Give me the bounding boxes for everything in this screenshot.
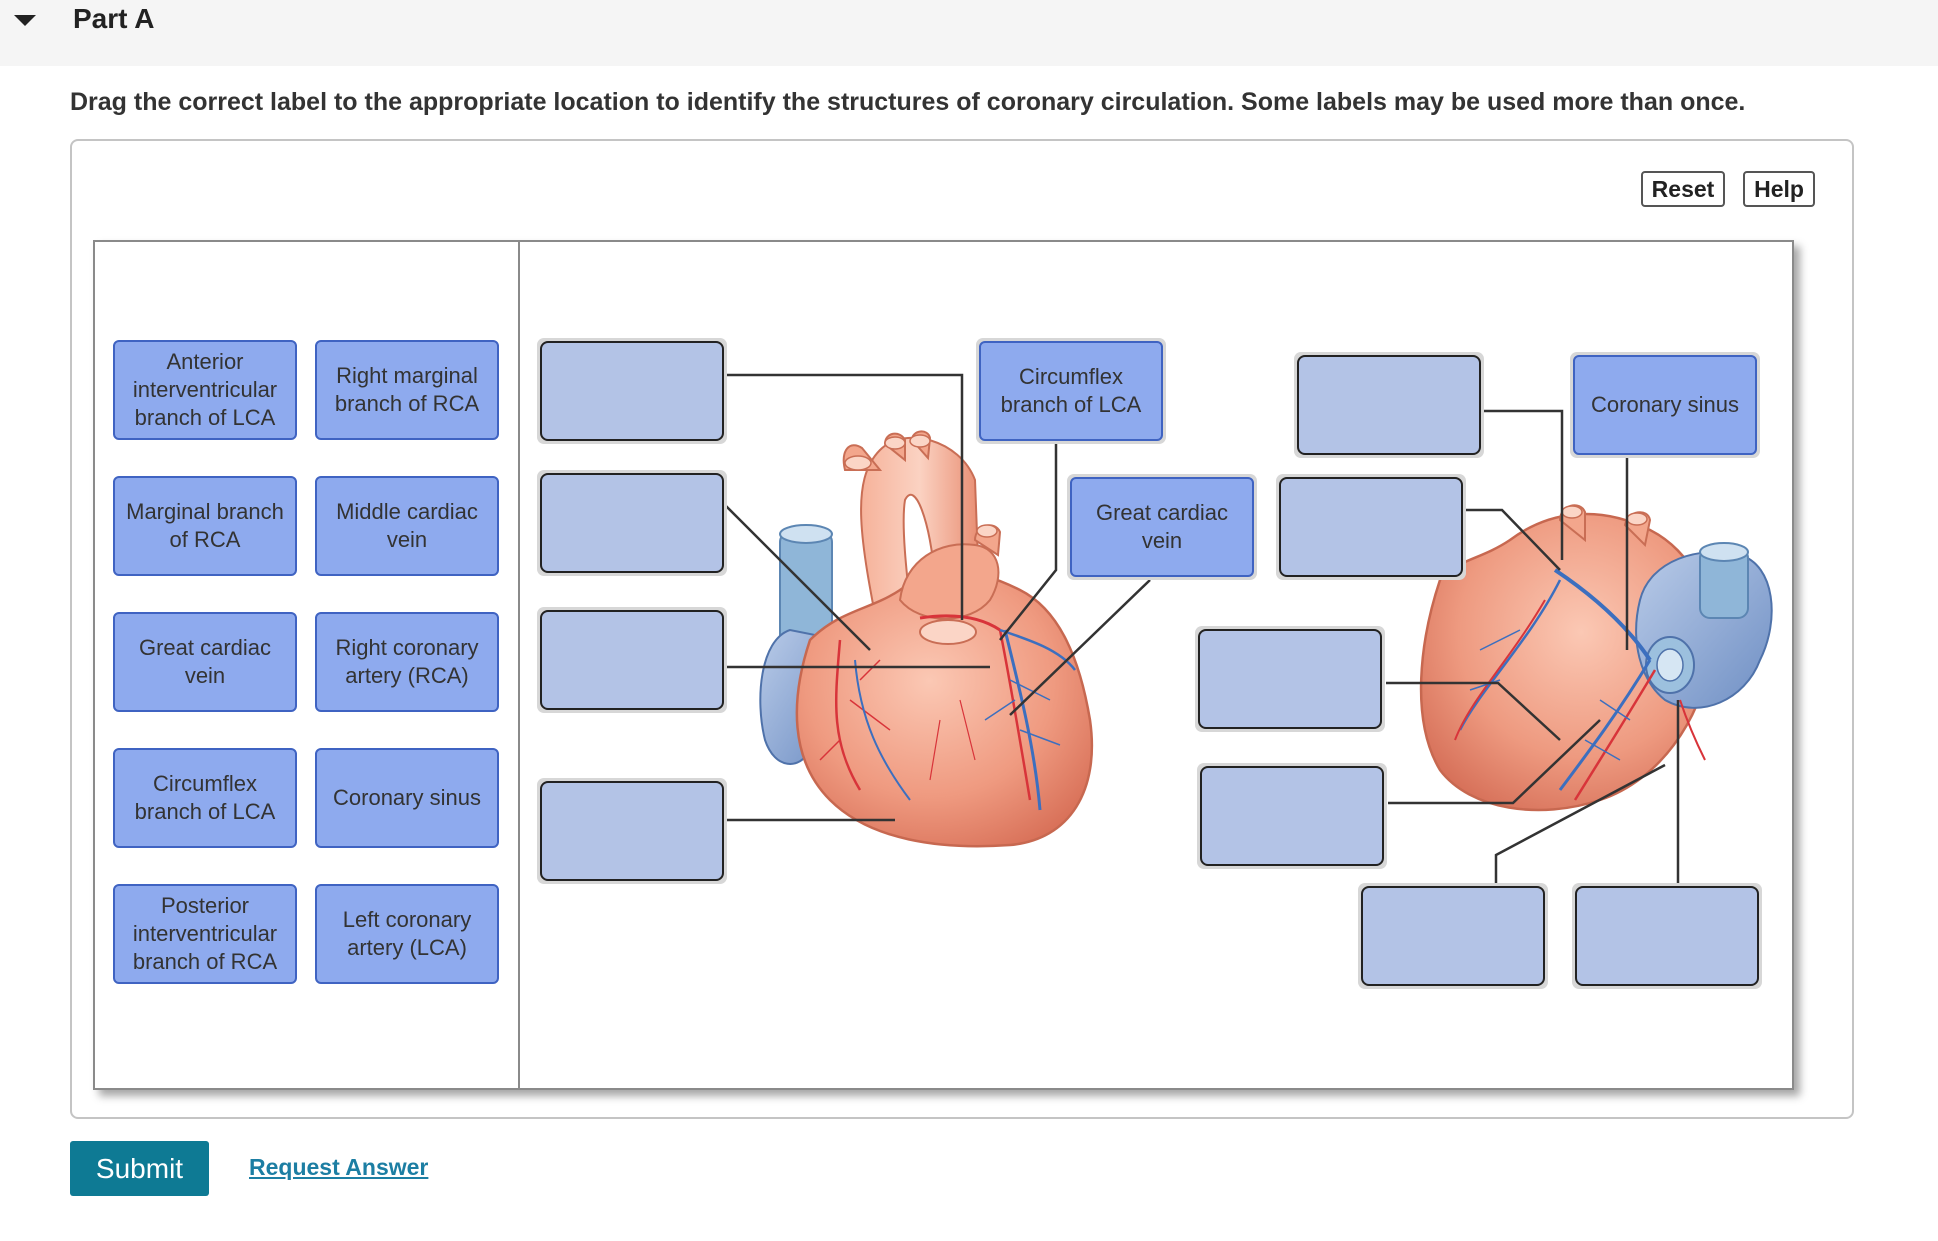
placed-label-great-cardiac-vein[interactable]: Great cardiac vein — [1070, 477, 1254, 577]
drop-zone[interactable] — [1200, 766, 1384, 866]
drop-target-anterior-1[interactable] — [537, 338, 727, 444]
drop-zone[interactable] — [1297, 355, 1481, 455]
placed-label-circumflex-branch[interactable]: Circumflex branch of LCA — [979, 341, 1163, 441]
drop-zone[interactable] — [540, 473, 724, 573]
drop-target-posterior-5[interactable] — [1197, 763, 1387, 869]
drop-zone[interactable] — [540, 781, 724, 881]
posterior-heart — [1421, 505, 1772, 810]
drop-target-posterior-4[interactable] — [1195, 626, 1385, 732]
drop-target-posterior-7[interactable] — [1572, 883, 1762, 989]
drop-zone[interactable] — [1198, 629, 1382, 729]
drop-target-posterior-6[interactable] — [1358, 883, 1548, 989]
request-answer-link[interactable]: Request Answer — [249, 1154, 428, 1181]
submit-button[interactable]: Submit — [70, 1141, 209, 1196]
drop-zone[interactable] — [1361, 886, 1545, 986]
drop-target-anterior-6[interactable]: Great cardiac vein — [1067, 474, 1257, 580]
drop-target-anterior-2[interactable] — [537, 470, 727, 576]
drop-target-posterior-1[interactable] — [1294, 352, 1484, 458]
drop-target-anterior-3[interactable] — [537, 607, 727, 713]
drop-target-posterior-2[interactable]: Coronary sinus — [1570, 352, 1760, 458]
drop-zone[interactable] — [540, 341, 724, 441]
drop-target-posterior-3[interactable] — [1276, 474, 1466, 580]
drop-target-anterior-4[interactable] — [537, 778, 727, 884]
anterior-heart — [760, 431, 1092, 846]
drop-target-anterior-5[interactable]: Circumflex branch of LCA — [976, 338, 1166, 444]
drop-zone[interactable] — [1575, 886, 1759, 986]
placed-label-coronary-sinus[interactable]: Coronary sinus — [1573, 355, 1757, 455]
drop-zone[interactable] — [1279, 477, 1463, 577]
drop-zone[interactable] — [540, 610, 724, 710]
